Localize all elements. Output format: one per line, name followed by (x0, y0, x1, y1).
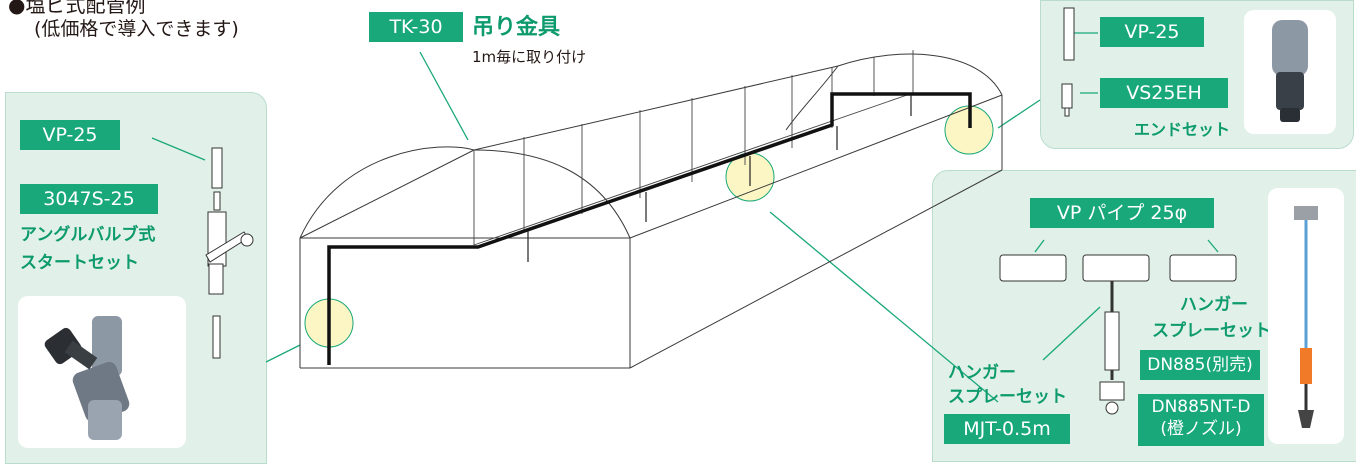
greenhouse-frames (473, 50, 914, 246)
vs25eh-tag: VS25EH (1100, 78, 1228, 108)
mjt-05m-tag: MJT-0.5m (944, 414, 1070, 444)
hanger-spray-right-line1: ハンガー (1180, 295, 1248, 315)
dn885nt-d-line2: (橙ノズル) (1160, 419, 1242, 439)
right-top-pipes (1061, 7, 1075, 117)
angle-valve-label-line2: スタートセット (20, 253, 139, 273)
hanging-bracket-subtitle: 1m毎に取り付け (472, 48, 587, 66)
dn885-tag: DN885(別売) (1140, 350, 1260, 380)
hanger-spray-left-line2: スプレーセット (948, 387, 1067, 407)
greenhouse-diagram (151, 7, 1237, 415)
hanger-spray-right-line2: スプレーセット (1152, 321, 1271, 341)
end-set-label: エンドセット (1134, 120, 1231, 139)
end-set-icon (1272, 20, 1308, 122)
valve-3047s-tag: 3047S-25 (20, 184, 158, 214)
left-panel-pipes (205, 147, 254, 359)
water-pipe (327, 92, 972, 365)
angle-valve-label-line1: アングルバルブ式 (20, 225, 156, 245)
right-bottom-pipes (999, 254, 1237, 415)
vp-pipe-25-tag: VP パイプ 25φ (1030, 198, 1214, 228)
hanger-drops (527, 95, 912, 262)
right-vp25-tag: VP-25 (1100, 17, 1204, 47)
angle-valve-photo (18, 296, 186, 448)
greenhouse-outline (299, 53, 1003, 369)
end-set-photo (1244, 10, 1336, 134)
spray-hose-icon (1294, 206, 1318, 428)
hanger-spray-left-line1: ハンガー (948, 363, 1016, 383)
highlight-circles (304, 105, 994, 348)
dn885nt-d-tag: DN885NT-D (橙ノズル) (1138, 394, 1264, 446)
tk30-tag: TK-30 (369, 12, 463, 42)
leader-lines (151, 32, 1219, 403)
spray-set-photo (1268, 188, 1344, 444)
left-vp25-tag: VP-25 (20, 120, 120, 150)
heading-line1: ●塩ビ式配管例 (8, 0, 146, 17)
heading-line2: (低価格で導入できます) (34, 18, 239, 40)
angle-valve-icon (44, 316, 130, 440)
hanging-bracket-title: 吊り金具 (472, 15, 561, 40)
dn885nt-d-line1: DN885NT-D (1151, 397, 1251, 417)
